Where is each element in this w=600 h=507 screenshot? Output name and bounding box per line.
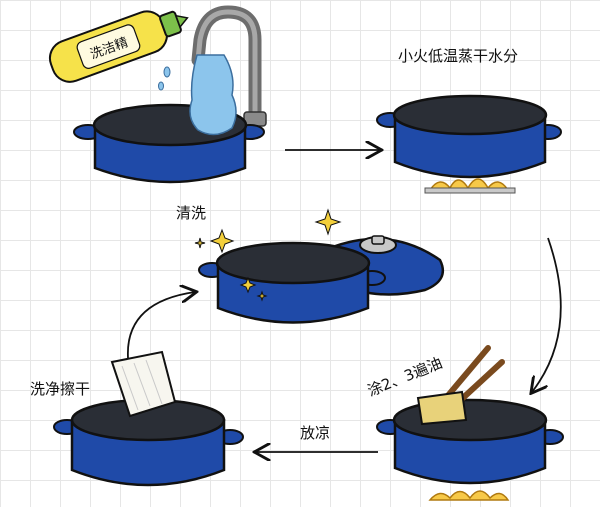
faucet-icon: [191, 5, 267, 127]
pot-icon-wipe: [53, 398, 244, 487]
pot-icon-dry: [376, 94, 562, 179]
label-dry: 小火低温蒸干水分: [398, 47, 519, 65]
dry-step-illustration: [376, 94, 562, 194]
arrow-dry-to-oil: [532, 237, 562, 392]
wash-step-illustration: 洗洁精: [48, 5, 267, 184]
pot-icon-finished: [198, 241, 386, 324]
wipe-step-illustration: [53, 350, 244, 487]
towel-icon: [110, 350, 177, 418]
flame-icon-oil: [428, 490, 510, 501]
detergent-bottle-icon: 洗洁精: [48, 10, 189, 91]
label-cool: 放凉: [300, 424, 331, 442]
pot-icon-oil: [376, 398, 564, 485]
flame-icon-dry: [424, 178, 516, 194]
pot-icon-wash: [73, 103, 265, 184]
oil-step-illustration: [376, 345, 564, 501]
finished-pot-illustration: [194, 208, 445, 324]
arrow-wipe-to-finished: [127, 292, 195, 359]
label-wash: 清洗: [176, 204, 207, 222]
label-wipe: 洗净擦干: [30, 380, 91, 398]
water-stream-icon: [189, 54, 237, 136]
sparkle-icon: [194, 208, 342, 302]
oil-pad-icon: [416, 390, 468, 426]
